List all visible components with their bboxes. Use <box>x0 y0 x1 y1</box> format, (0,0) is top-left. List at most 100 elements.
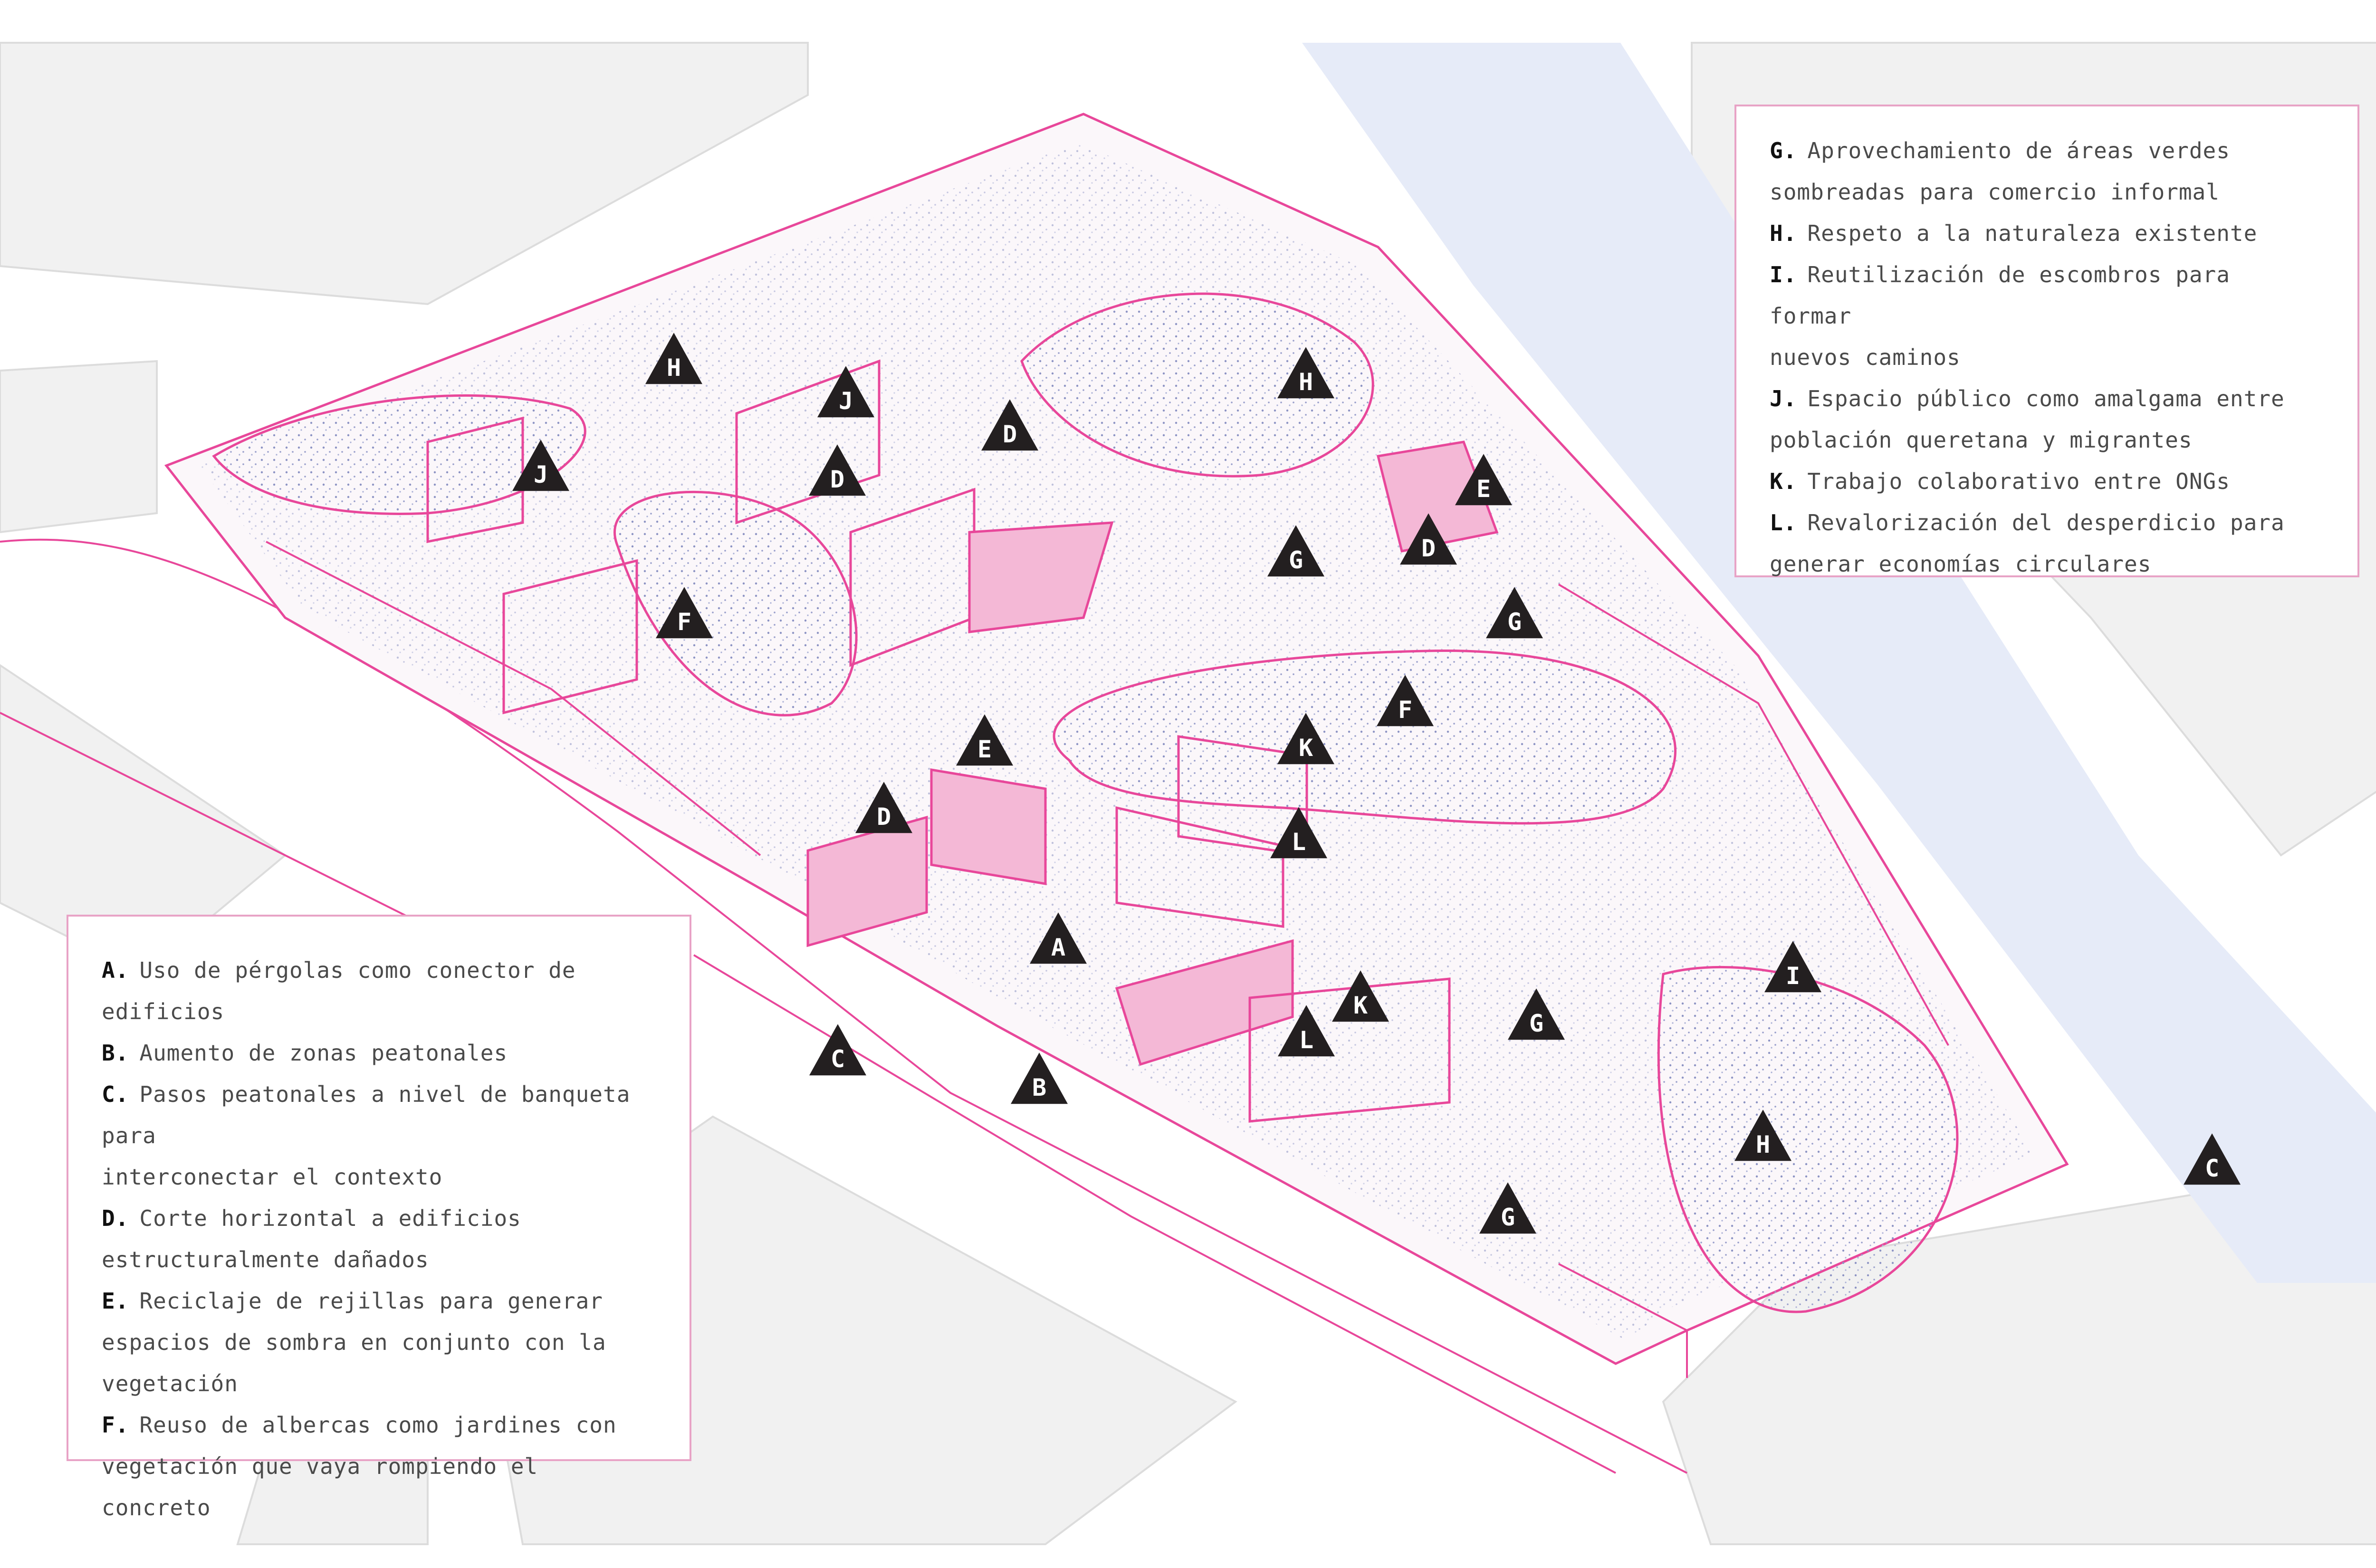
marker-letter: E <box>1476 475 1491 503</box>
legend-top-right: G.Aprovechamiento de áreas verdes sombre… <box>1734 105 2359 577</box>
marker-triangle <box>2184 1133 2241 1185</box>
legend-text: Pasos peatonales a nivel de banqueta par… <box>102 1081 631 1148</box>
marker-triangle <box>1764 941 1821 993</box>
marker-h: H <box>645 333 702 384</box>
legend-text: Corte horizontal a edificios <box>139 1205 521 1231</box>
marker-triangle <box>1377 675 1434 727</box>
marker-triangle <box>512 440 569 491</box>
marker-triangle <box>956 714 1013 766</box>
marker-triangle <box>656 587 713 639</box>
marker-triangle <box>1734 1109 1792 1161</box>
legend-item-k: K.Trabajo colaborativo entre ONGs <box>1770 461 2324 502</box>
legend-item-f: F. Reuso de albercas como jardines con ve… <box>102 1405 656 1529</box>
building-structures <box>426 359 1499 1123</box>
marker-b: B <box>1011 1052 1068 1104</box>
marker-g: G <box>1479 1182 1536 1234</box>
legend-key: F. <box>102 1412 129 1438</box>
legend-item-b: B. Aumento de zonas peatonales <box>102 1033 656 1074</box>
marker-g: G <box>1508 988 1565 1040</box>
marker-l: L <box>1270 807 1327 859</box>
legend-text: sombreadas para comercio informal <box>1770 179 2220 205</box>
legend-item-g: G.Aprovechamiento de áreas verdes sombre… <box>1770 130 2324 213</box>
marker-c: C <box>2184 1133 2241 1185</box>
marker-letter: F <box>677 608 691 636</box>
marker-letter: L <box>1292 828 1306 856</box>
legend-text: nuevos caminos <box>1770 344 1961 370</box>
marker-k: K <box>1277 713 1334 765</box>
legend-key: H. <box>1770 220 1797 246</box>
marker-letter: G <box>1507 608 1522 636</box>
legend-text: Espacio público como amalgama entre <box>1807 386 2285 411</box>
marker-letter: H <box>1299 368 1313 396</box>
marker-a: A <box>1030 912 1087 964</box>
marker-d: D <box>1400 513 1457 565</box>
marker-f: F <box>656 587 713 639</box>
canal-water <box>1302 43 2376 1283</box>
marker-triangle <box>981 399 1038 451</box>
marker-letter: B <box>1032 1074 1046 1101</box>
marker-triangle <box>1030 912 1087 964</box>
marker-letter: D <box>877 803 891 831</box>
legend-text: Revalorización del desperdicio para <box>1807 510 2285 535</box>
legend-text: Reuso de albercas como jardines con <box>139 1412 617 1438</box>
legend-item-d: D.Corte horizontal a edificios estructur… <box>102 1198 656 1281</box>
marker-letter: J <box>534 461 548 488</box>
legend-key: C. <box>102 1081 129 1107</box>
marker-letter: F <box>1398 696 1412 724</box>
marker-e: E <box>956 714 1013 766</box>
marker-h: H <box>1734 1109 1792 1161</box>
legend-text: edificios <box>102 999 225 1024</box>
marker-c: C <box>809 1024 866 1076</box>
legend-text: vegetación <box>102 1371 238 1396</box>
legend-text: vegetación que vaya rompiendo el concret… <box>102 1453 538 1520</box>
marker-letter: A <box>1051 934 1065 961</box>
marker-f: F <box>1377 675 1434 727</box>
legend-item-e: E.Reciclaje de rejillas para generar esp… <box>102 1281 656 1405</box>
marker-letter: L <box>1299 1026 1313 1054</box>
legend-text: Reciclaje de rejillas para generar <box>139 1288 603 1314</box>
legend-text: Aumento de zonas peatonales <box>139 1040 508 1066</box>
garden-areas <box>212 292 1959 1313</box>
marker-g: G <box>1267 525 1324 577</box>
marker-triangle <box>1270 807 1327 859</box>
legend-text: población queretana y migrantes <box>1770 427 2193 453</box>
legend-key: E. <box>102 1288 129 1314</box>
perimeter-arches <box>266 541 1949 1378</box>
legend-key: D. <box>102 1205 129 1231</box>
legend-key: B. <box>102 1040 129 1066</box>
marker-triangle <box>809 1024 866 1076</box>
marker-k: K <box>1332 970 1389 1022</box>
legend-text: Respeto a la naturaleza existente <box>1807 220 2258 246</box>
marker-letter: G <box>1289 546 1303 574</box>
marker-triangle <box>809 444 866 496</box>
legend-text: interconectar el contexto <box>102 1164 443 1190</box>
legend-item-i: I.Reutilización de escombros para formar… <box>1770 254 2324 378</box>
marker-letter: H <box>667 354 681 382</box>
legend-key: G. <box>1770 138 1797 163</box>
marker-triangle <box>1486 587 1543 639</box>
marker-triangle <box>1508 988 1565 1040</box>
marker-d: D <box>809 444 866 496</box>
marker-triangle <box>1277 713 1334 765</box>
legend-key: A. <box>102 957 129 983</box>
marker-j: J <box>512 440 569 491</box>
marker-d: D <box>981 399 1038 451</box>
legend-item-h: H. Respeto a la naturaleza existente <box>1770 213 2324 254</box>
marker-d: D <box>855 782 912 833</box>
marker-letter: H <box>1756 1131 1770 1158</box>
marker-triangle <box>1267 525 1324 577</box>
marker-triangle <box>1011 1052 1068 1104</box>
marker-triangle <box>817 366 874 418</box>
legend-key: L. <box>1770 510 1797 535</box>
marker-triangle <box>1400 513 1457 565</box>
legend-text: Reutilización de escombros para formar <box>1770 262 2230 329</box>
marker-h: H <box>1277 347 1334 399</box>
marker-triangle <box>1332 970 1389 1022</box>
marker-letter: E <box>977 736 992 763</box>
marker-triangle <box>1277 347 1334 399</box>
marker-i: I <box>1764 941 1821 993</box>
marker-letter: K <box>1299 734 1313 762</box>
legend-text: Trabajo colaborativo entre ONGs <box>1807 468 2230 494</box>
legend-key: J. <box>1770 386 1797 411</box>
